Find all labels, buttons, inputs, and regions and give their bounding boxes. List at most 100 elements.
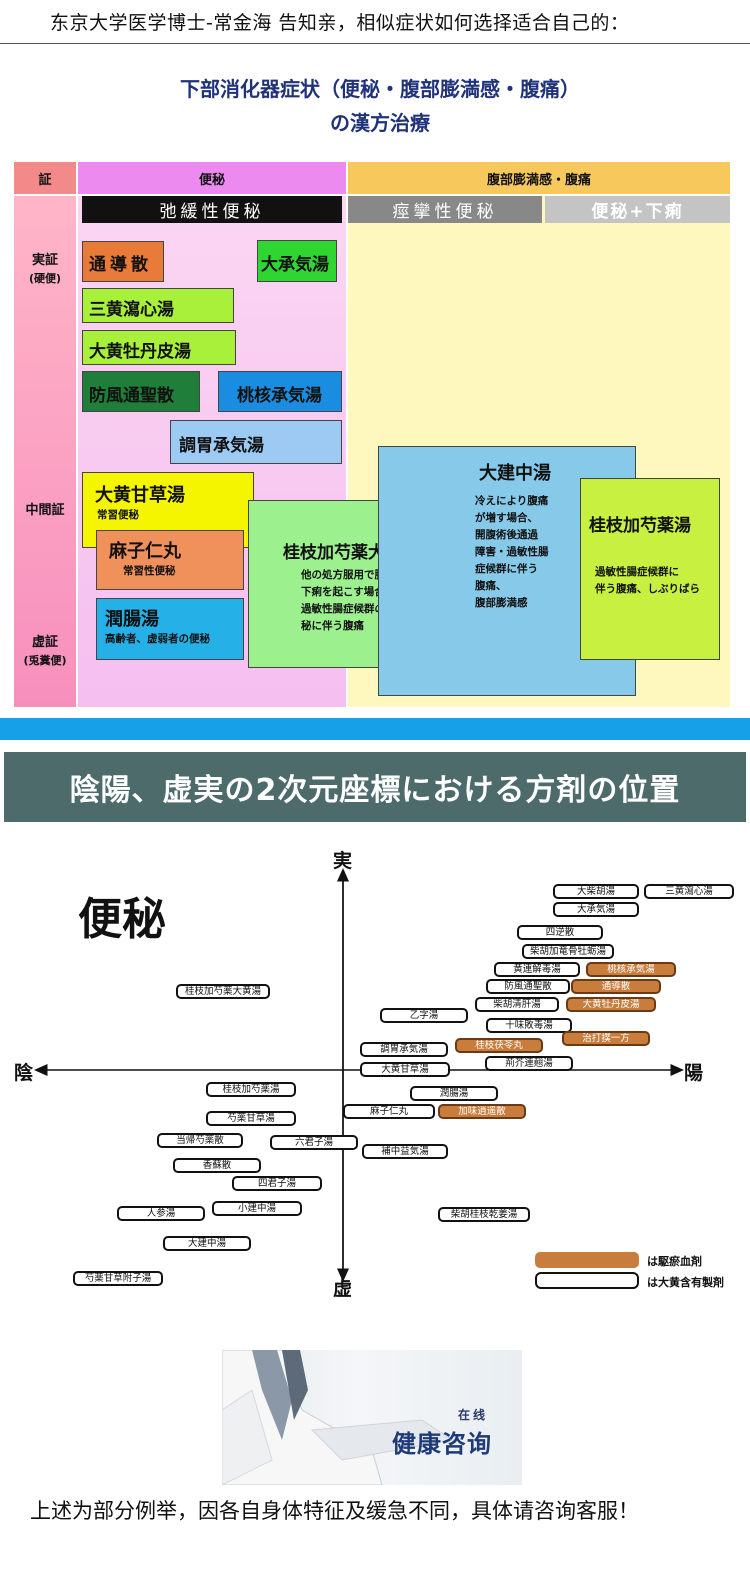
- formula-pill: 芍薬甘草附子湯: [73, 1271, 163, 1286]
- row-kyosho-label: 虚証: [31, 635, 58, 650]
- formula-pill: 香蘇散: [173, 1158, 261, 1173]
- box-keishidaio-sub4: 秘に伴う腹痛: [301, 620, 364, 632]
- subheader-geri: 便秘+下痢: [545, 196, 730, 223]
- box-tsudosan-label: 通導散: [89, 255, 152, 275]
- axis-label-kyo: 虚: [333, 1278, 353, 1300]
- box-daikenchuto-sub4: 障害・過敏性腸: [475, 546, 549, 558]
- legend-white-label: は大黄含有製剤: [647, 1276, 724, 1289]
- box-daikenchuto-sub5: 症候群に伴う: [475, 563, 538, 575]
- box-daikenchuto-sub3: 開腹術後通過: [475, 529, 538, 541]
- box-keishikashakuyaku-label: 桂枝加芍薬湯: [589, 516, 691, 536]
- box-daijokito: 大承気湯: [257, 240, 337, 282]
- row-jitsusho-label: 実証: [31, 253, 58, 268]
- row-kyosho: 虚証 (兎糞便): [14, 634, 76, 670]
- section1-title: 下部消化器症状（便秘・腹部膨満感・腹痛） の漢方治療: [100, 72, 660, 140]
- row-chukan: 中間証: [25, 503, 65, 518]
- photo-big-text: 健康咨询: [392, 1430, 492, 1458]
- formula-pill: 加味逍遥散: [438, 1104, 526, 1119]
- formula-pill: 桂枝加芍薬大黄湯: [176, 984, 270, 999]
- doctor-figure-icon: [222, 1350, 454, 1485]
- formula-pill: 四君子湯: [232, 1176, 322, 1191]
- formula-pill: 乙字湯: [380, 1008, 468, 1023]
- subheader-chikan: 弛緩性便秘: [82, 196, 342, 223]
- formula-pill: 大柴胡湯: [553, 884, 639, 899]
- subheader-keiren: 痙攣性便秘: [348, 196, 542, 223]
- formula-pill: 治打撲一方: [562, 1031, 650, 1046]
- blue-divider: [0, 718, 750, 740]
- box-keishikashakuyaku-sub1: 過敏性腸症候群に: [595, 566, 679, 578]
- sho-column: [14, 196, 76, 707]
- formula-pill: 柴胡桂枝乾姜湯: [438, 1207, 530, 1222]
- header-text: 东京大学医学博士-常金海 告知亲，相似症状如何选择适合自己的：: [50, 12, 630, 34]
- section1-title-line1: 下部消化器症状（便秘・腹部膨満感・腹痛）: [180, 77, 580, 101]
- header-sho: 証: [14, 162, 76, 194]
- row-kyosho-sub: (兎糞便): [23, 654, 67, 667]
- header-benpi: 便秘: [78, 162, 346, 194]
- formula-pill: 潤腸湯: [410, 1086, 498, 1101]
- footer-text: 上述为部分例举，因各自身体特征及缓急不同，具体请咨询客服！: [30, 1499, 639, 1523]
- formula-pill: 柴胡清肝湯: [475, 997, 559, 1012]
- formula-pill: 桂枝加芍薬湯: [206, 1082, 296, 1097]
- formula-pill: 小建中湯: [212, 1201, 302, 1216]
- header: 东京大学医学博士-常金海 告知亲，相似症状如何选择适合自己的：: [0, 0, 750, 44]
- row-jitsusho: 実証 (硬便): [14, 252, 76, 288]
- box-bofu-label: 防風通聖散: [89, 386, 174, 406]
- formula-pill: 十味敗毒湯: [486, 1018, 572, 1033]
- formula-pill: 当帰芍薬散: [157, 1133, 243, 1148]
- box-daiokanzo-label: 大黄甘草湯: [95, 485, 185, 506]
- box-sanno-label: 三黄瀉心湯: [89, 300, 174, 320]
- box-bofu: 防風通聖散: [82, 371, 200, 412]
- formula-pill: 麻子仁丸: [343, 1104, 435, 1119]
- box-sanno: 三黄瀉心湯: [82, 288, 234, 323]
- box-choi: 調胃承気湯: [170, 420, 342, 464]
- legend-orange-swatch: [535, 1252, 639, 1268]
- box-junchoto-sub: 高齢者、虚弱者の便秘: [105, 633, 210, 645]
- consult-photo[interactable]: 在线 健康咨询: [222, 1350, 522, 1485]
- formula-pill: 桃核承気湯: [586, 962, 676, 977]
- section1-title-line2: の漢方治療: [330, 111, 430, 135]
- box-tokaku: 桃核承気湯: [218, 371, 342, 412]
- legend-white-swatch: [535, 1272, 639, 1289]
- box-keishikashakuyaku: 桂枝加芍薬湯 過敏性腸症候群に 伴う腹痛、しぶりばら: [580, 478, 720, 660]
- axis-label-jitsu: 実: [333, 850, 353, 872]
- box-mashinin-label: 麻子仁丸: [109, 541, 181, 562]
- box-daijokito-label: 大承気湯: [261, 255, 329, 275]
- box-daiobotanpi-label: 大黄牡丹皮湯: [89, 342, 191, 362]
- formula-pill: 補中益気湯: [362, 1144, 448, 1159]
- box-mashinin-sub: 常習性便秘: [123, 565, 176, 577]
- kampo-treatment-table: 証 便秘 腹部膨満感・腹痛 弛緩性便秘 痙攣性便秘 便秘+下痢 実証 (硬便) …: [14, 162, 730, 707]
- axis-label-yo: 陽: [684, 1062, 704, 1084]
- box-tsudosan: 通導散: [82, 241, 164, 282]
- legend-orange-label: は駆瘀血剤: [647, 1255, 702, 1268]
- header-fukubu: 腹部膨満感・腹痛: [348, 162, 730, 194]
- formula-pill: 芍薬甘草湯: [206, 1111, 296, 1126]
- box-junchoto: 潤腸湯 高齢者、虚弱者の便秘: [96, 598, 244, 660]
- formula-pill: 通導散: [571, 979, 661, 994]
- box-daikenchuto-sub1: 冷えにより腹痛: [475, 495, 549, 507]
- formula-pill: 人参湯: [117, 1206, 205, 1221]
- formula-pill: 大建中湯: [163, 1236, 251, 1251]
- chart-big-label: 便秘: [78, 894, 166, 945]
- box-daikenchuto-sub7: 腹部膨満感: [475, 597, 528, 609]
- box-keishidaio-sub3: 過敏性腸症候群の便: [301, 603, 396, 615]
- axis-label-in: 陰: [14, 1062, 34, 1084]
- box-junchoto-label: 潤腸湯: [105, 609, 159, 630]
- box-choi-label: 調胃承気湯: [179, 436, 264, 456]
- box-keishikashakuyaku-sub2: 伴う腹痛、しぶりばら: [595, 583, 700, 595]
- formula-pill: 防風通聖散: [486, 979, 570, 994]
- row-jitsusho-sub: (硬便): [28, 272, 62, 285]
- box-daiobotanpi: 大黄牡丹皮湯: [82, 330, 236, 365]
- box-daikenchuto-sub6: 腹痛、: [475, 580, 507, 592]
- box-tokaku-label: 桃核承気湯: [237, 386, 322, 406]
- box-daiokanzo-sub: 常習便秘: [97, 509, 139, 521]
- box-daikenchuto-label: 大建中湯: [479, 463, 551, 484]
- formula-pill: 三黄瀉心湯: [644, 884, 734, 899]
- formula-pill: 桂枝茯苓丸: [455, 1038, 543, 1053]
- formula-pill: 大承気湯: [553, 902, 639, 917]
- formula-pill: 柴胡加竜骨牡蛎湯: [522, 944, 614, 959]
- formula-pill: 四逆散: [517, 925, 603, 940]
- photo-small-text: 在线: [458, 1408, 489, 1422]
- formula-pill: 調胃承気湯: [360, 1042, 448, 1057]
- formula-pill: 黄連解毒湯: [494, 962, 580, 977]
- section2-banner: 陰陽、虚実の2次元座標における方剤の位置: [4, 752, 746, 822]
